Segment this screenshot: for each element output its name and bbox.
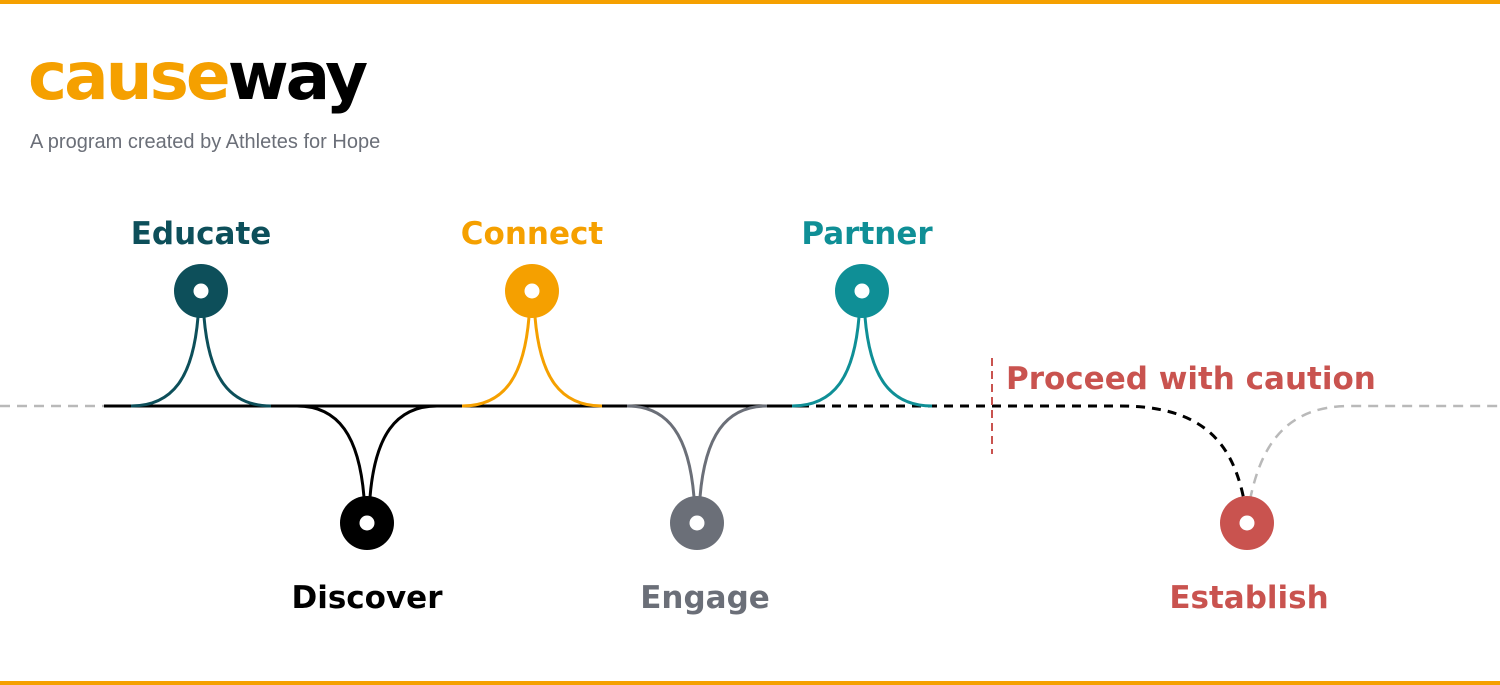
node-engage (670, 496, 724, 550)
logo-way: way (227, 38, 369, 115)
top-accent-rule (0, 0, 1500, 4)
engage-node-center (689, 515, 705, 531)
node-discover (340, 496, 394, 550)
stage-label-discover: Discover (291, 580, 443, 616)
stage-label-educate: Educate (130, 216, 272, 252)
branch-connect (461, 316, 603, 408)
partner-node-center (854, 283, 870, 299)
branch-discover (296, 404, 438, 498)
node-connect (505, 264, 559, 318)
causeway-logo: causeway (28, 44, 368, 110)
node-partner (835, 264, 889, 318)
stage-label-engage: Engage (640, 580, 770, 616)
tagline: A program created by Athletes for Hope (30, 131, 381, 153)
branch-educate (130, 316, 272, 408)
node-educate (174, 264, 228, 318)
proceed-with-caution-label: Proceed with caution (1006, 361, 1376, 397)
stage-label-establish: Establish (1169, 580, 1329, 616)
stage-label-connect: Connect (460, 216, 604, 252)
baseline-leadout (1248, 404, 1500, 501)
stage-label-partner: Partner (801, 216, 933, 252)
dashed-path-to-establish (800, 404, 1246, 501)
establish-node-center (1239, 515, 1255, 531)
discover-node-center (359, 515, 375, 531)
logo-cause: cause (28, 38, 231, 115)
bottom-accent-rule (0, 681, 1500, 685)
node-establish (1220, 496, 1274, 550)
branch-engage (626, 404, 768, 498)
connect-node-center (524, 283, 540, 299)
educate-node-center (193, 283, 209, 299)
branch-partner (791, 316, 933, 408)
